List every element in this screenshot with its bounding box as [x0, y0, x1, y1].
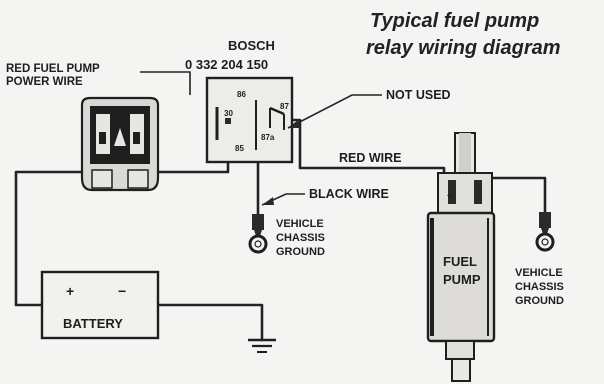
power-wire-label-line2: POWER WIRE — [6, 76, 83, 88]
power-wire-leader — [140, 71, 191, 95]
relay-pin-87a: 87a — [261, 133, 275, 142]
battery-positive-wire — [14, 170, 84, 307]
relay-pin-86: 86 — [237, 90, 246, 99]
relay-ground-label-line2: CHASSIS — [276, 232, 325, 244]
red-wire-label: RED WIRE — [339, 151, 402, 165]
pump-ground-label-line1: VEHICLE — [515, 267, 563, 279]
not-used-arrowhead — [288, 120, 300, 128]
not-used-leader — [287, 94, 382, 129]
relay-pin-85: 85 — [235, 144, 244, 153]
pump-ground-label-line2: CHASSIS — [515, 281, 564, 293]
diagram-title-line1: Typical fuel pump — [370, 10, 539, 32]
relay — [205, 76, 294, 164]
relay-pin-87: 87 — [280, 102, 289, 111]
relay-brand: BOSCH — [228, 38, 275, 53]
battery — [40, 270, 160, 340]
ring-terminal-pump — [535, 212, 555, 252]
pump-plus-sign: + — [447, 191, 453, 202]
battery-label: BATTERY — [63, 316, 123, 331]
pump-ground-wire — [483, 176, 547, 214]
ring-terminal-relay — [248, 214, 268, 254]
pump-ground-label-line3: GROUND — [515, 295, 564, 307]
not-used-label: NOT USED — [386, 88, 451, 102]
relay-part-number: 0 332 204 150 — [185, 57, 268, 72]
battery-plus-sign: + — [66, 283, 74, 299]
relay-ground-label-line1: VEHICLE — [276, 218, 324, 230]
battery-negative-wire — [156, 303, 264, 342]
pump-label-line2: PUMP — [443, 272, 481, 287]
black-wire-arrowhead — [262, 197, 274, 205]
black-wire-label: BLACK WIRE — [309, 187, 389, 201]
battery-minus-sign: − — [118, 283, 126, 299]
ground-symbol — [248, 338, 276, 353]
relay-ground-label-line3: GROUND — [276, 246, 325, 258]
diagram-title-line2: relay wiring diagram — [366, 37, 561, 59]
pump-label-line1: FUEL — [443, 254, 477, 269]
fuel-pump — [426, 132, 496, 382]
relay-pin-30: 30 — [224, 109, 233, 118]
power-wire-label-line1: RED FUEL PUMP — [6, 63, 100, 75]
fuse-holder — [80, 96, 160, 192]
